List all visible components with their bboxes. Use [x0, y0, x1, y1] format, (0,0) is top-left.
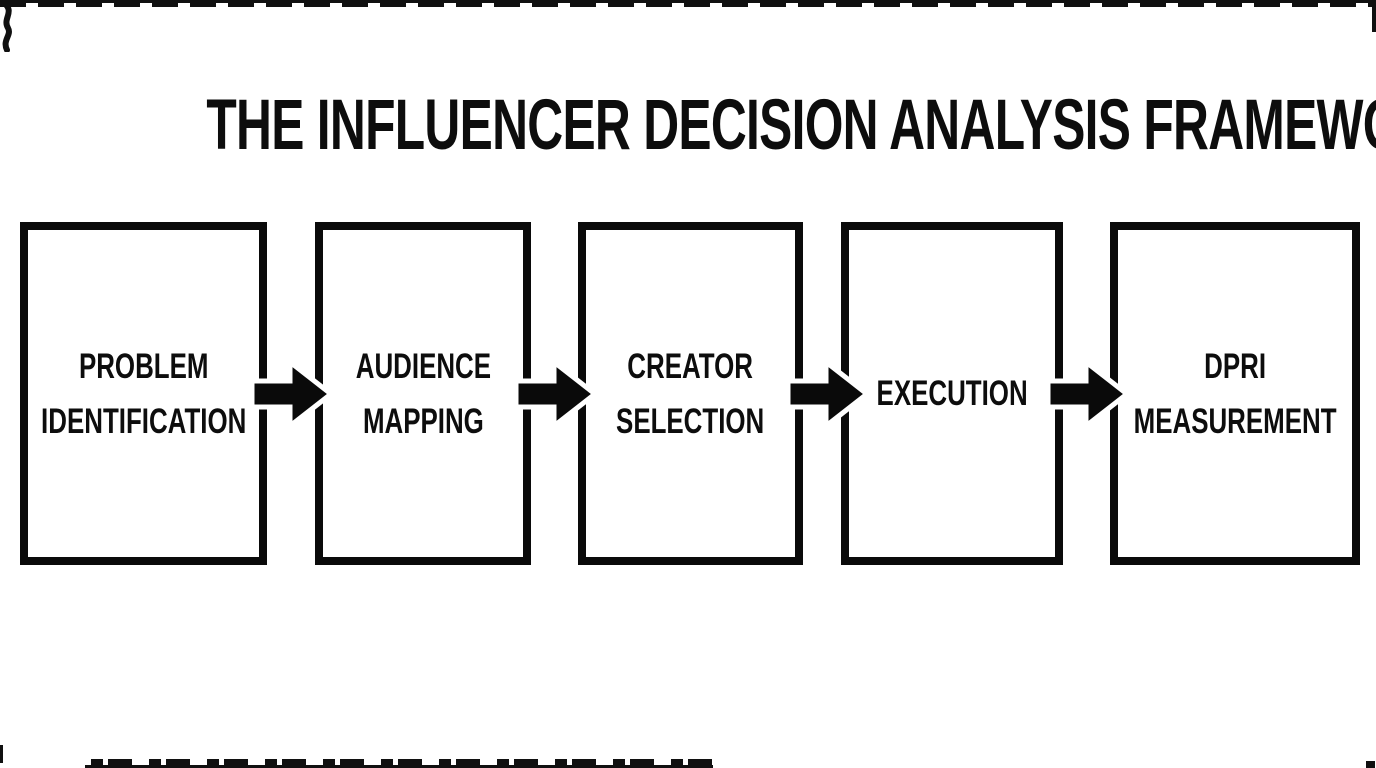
- flow-arrow-icon: [513, 356, 600, 432]
- step-label: CREATOR SELECTION: [616, 346, 765, 441]
- step-box-audience-mapping: AUDIENCE MAPPING: [315, 222, 531, 565]
- flow-arrow-icon: [249, 356, 336, 432]
- step-box-creator-selection: CREATOR SELECTION: [578, 222, 803, 565]
- bottom-right-edge-artifact: [1366, 761, 1375, 768]
- flow-arrow-icon: [1045, 356, 1132, 432]
- step-box-problem-identification: PROBLEM IDENTIFICATION: [20, 222, 267, 565]
- step-box-dpri-measurement: DPRI MEASUREMENT: [1110, 222, 1360, 565]
- step-label: AUDIENCE MAPPING: [355, 346, 491, 441]
- flow-arrow-icon: [785, 356, 872, 432]
- top-left-squiggle-artifact: [0, 2, 12, 52]
- diagram-title: THE INFLUENCER DECISION ANALYSIS FRAMEWO…: [206, 86, 1376, 165]
- right-edge-artifact: [1372, 6, 1376, 32]
- step-label: PROBLEM IDENTIFICATION: [40, 346, 247, 441]
- top-edge-artifact: [0, 0, 1376, 7]
- bottom-left-edge-artifact: [0, 745, 3, 763]
- bottom-edge-text-artifact: [85, 759, 713, 768]
- step-label: DPRI MEASUREMENT: [1133, 346, 1337, 441]
- step-label: EXECUTION: [876, 374, 1028, 413]
- step-box-execution: EXECUTION: [841, 222, 1063, 565]
